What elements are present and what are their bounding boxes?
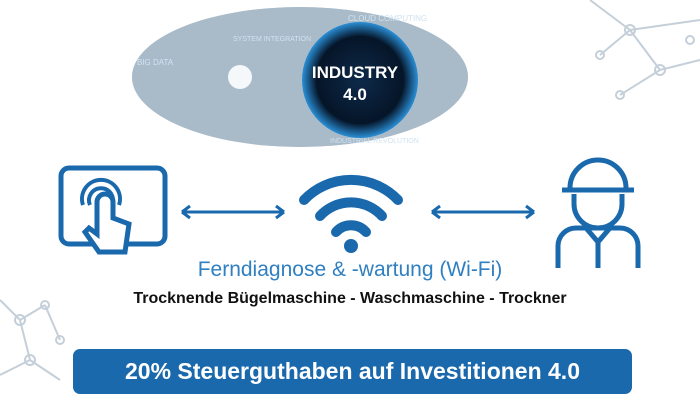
worker-icon: [555, 157, 641, 268]
big-data-label: BIG DATA: [137, 58, 174, 67]
title-line-2: 4.0: [343, 85, 367, 104]
cloud-computing-label: CLOUD COMPUTING: [348, 14, 428, 23]
industry-4-0-image: [132, 7, 468, 147]
title-line-1: INDUSTRY: [311, 63, 399, 82]
wifi-icon: [299, 174, 403, 253]
industrial-revolution-label: INDUSTRIAL REVOLUTION: [330, 138, 419, 145]
double-arrow-icon: [431, 204, 535, 220]
machines-list: Trocknende Bügelmaschine - Waschmaschine…: [133, 290, 567, 307]
industry-title: INDUSTRY 4.0: [300, 62, 410, 106]
touch-screen-icon: [58, 165, 168, 255]
double-arrow-icon: [181, 204, 285, 220]
tax-credit-banner: 20% Steuerguthaben auf Investitionen 4.0: [73, 349, 632, 394]
remote-maintenance-subtitle: Ferndiagnose & -wartung (Wi-Fi): [197, 258, 503, 281]
system-integration-label: SYSTEM INTEGRATION: [233, 36, 312, 43]
